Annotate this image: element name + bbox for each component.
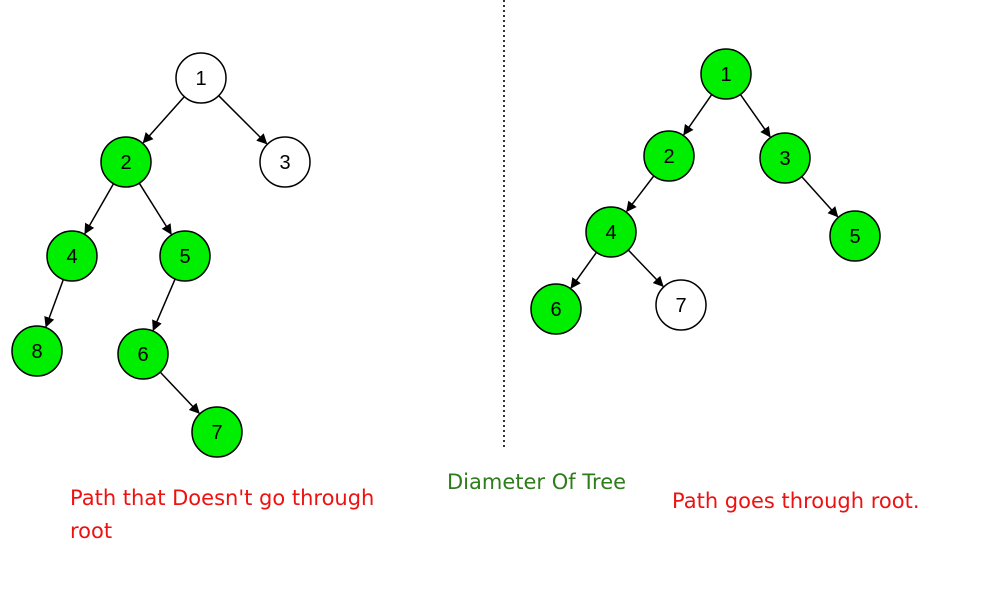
left-tree-edge-6-7 [159, 371, 200, 414]
left-tree-node-1 [175, 52, 227, 104]
right-tree-node-6 [530, 283, 582, 335]
right-tree-edge-3-5 [801, 176, 839, 218]
left-tree-edge-5-6 [152, 278, 176, 332]
left-tree-node-4 [46, 230, 98, 282]
right-tree-edge-1-3 [739, 94, 771, 138]
right-tree-node-label-6: 6 [550, 299, 561, 321]
right-tree-edge-2-4 [626, 175, 655, 213]
left-tree-node-label-2: 2 [120, 152, 131, 174]
right-tree-node-5 [829, 210, 881, 262]
left-tree-node-label-5: 5 [179, 246, 190, 268]
left-tree-node-8 [11, 325, 63, 377]
right-tree-node-2 [643, 130, 695, 182]
left-tree-node-7 [191, 406, 243, 458]
right-tree-node-label-4: 4 [605, 222, 616, 244]
left-tree-edge-4-8 [44, 279, 65, 328]
left-tree-node-label-3: 3 [279, 152, 290, 174]
right-tree-node-label-7: 7 [675, 295, 686, 317]
right-tree-node-1 [700, 48, 752, 100]
right-tree-edge-4-6 [570, 251, 598, 289]
right-tree-node-4 [585, 206, 637, 258]
left-tree-node-label-7: 7 [211, 422, 222, 444]
left-tree-node-2 [100, 136, 152, 188]
left-tree: 1 2 3 4 5 8 6 7 [11, 52, 311, 458]
left-tree-edge-1-3 [218, 95, 268, 145]
left-tree-caption: Path that Doesn't go through root [70, 486, 375, 543]
diagram-title: Diameter Of Tree [447, 470, 627, 494]
left-tree-node-label-6: 6 [137, 344, 148, 366]
left-tree-edge-2-5 [138, 182, 172, 235]
left-tree-node-label-1: 1 [195, 68, 206, 90]
right-tree-node-label-3: 3 [779, 148, 790, 170]
right-tree-edge-4-7 [627, 249, 664, 287]
right-tree-node-3 [759, 132, 811, 184]
left-tree-node-5 [159, 230, 211, 282]
left-tree-node-3 [259, 136, 311, 188]
right-tree-caption: Path goes through root. [672, 489, 920, 513]
left-tree-node-label-4: 4 [66, 246, 77, 268]
right-tree-node-label-1: 1 [720, 64, 731, 86]
right-tree: 1 2 3 4 5 6 7 [530, 48, 881, 335]
left-tree-edge-2-4 [84, 183, 115, 235]
left-tree-edge-1-2 [142, 96, 185, 144]
right-tree-edge-1-2 [683, 94, 713, 136]
right-tree-node-label-2: 2 [663, 146, 674, 168]
left-tree-node-6 [117, 328, 169, 380]
right-tree-node-7 [655, 279, 707, 331]
left-tree-node-label-8: 8 [31, 341, 42, 363]
right-tree-node-label-5: 5 [849, 226, 860, 248]
